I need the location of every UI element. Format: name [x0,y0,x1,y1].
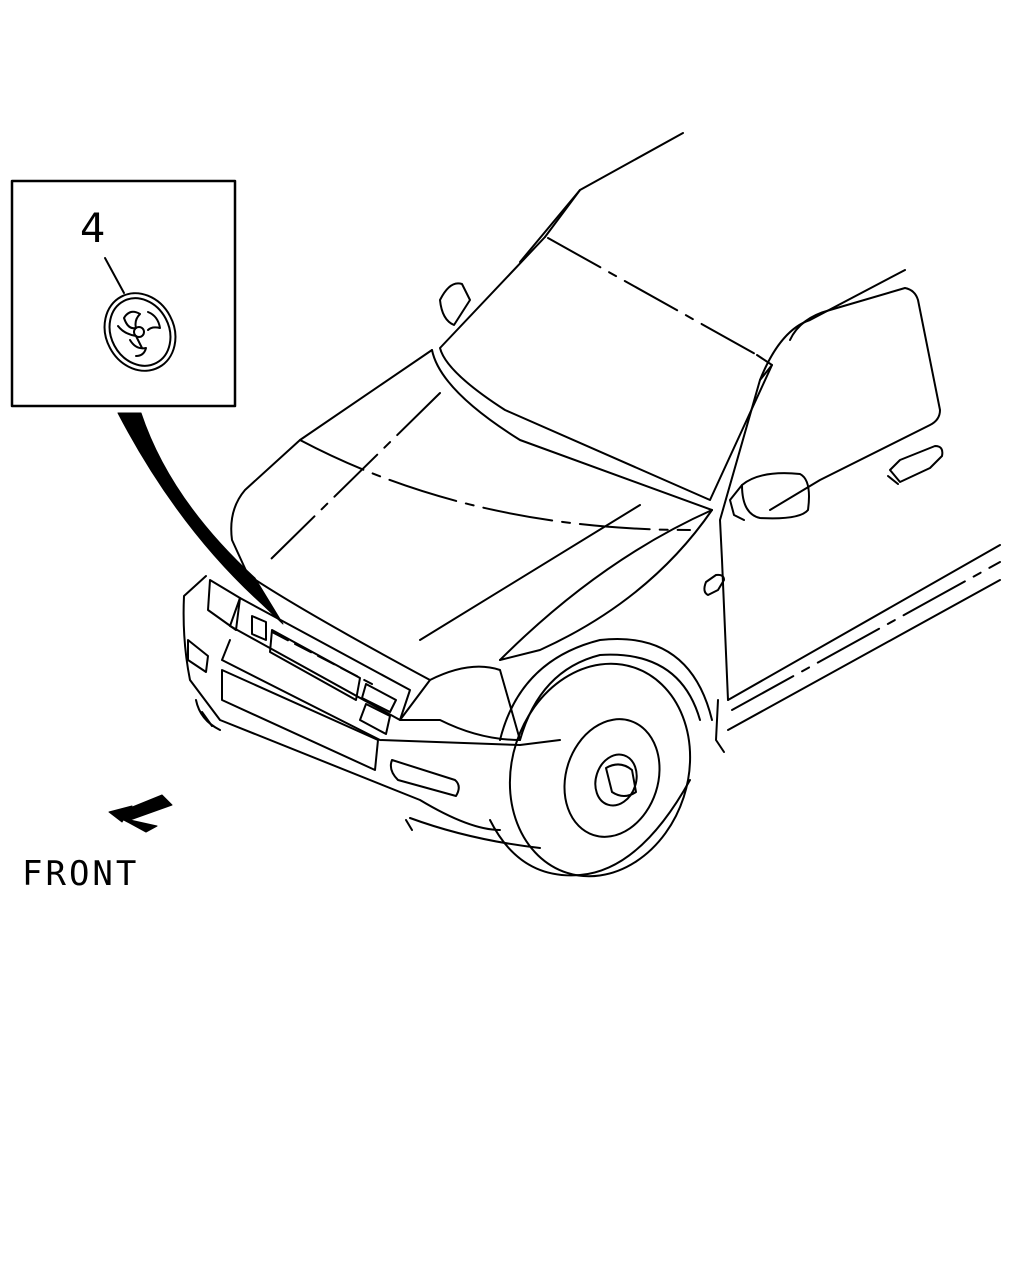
detail-inset [10,179,237,408]
body-side-line-upper [727,544,1001,701]
mirror-mount [729,484,745,521]
leader-pointer [117,412,284,625]
door-handle [887,445,944,485]
grille-side-lower [359,703,391,735]
near-side-mirror [741,472,810,520]
roof-line [519,132,684,263]
far-side-mirror [439,282,471,326]
a-pillar [719,364,773,701]
hood-crease-right [419,504,641,641]
headlight-left [207,579,241,631]
cowl-line [431,349,713,511]
fog-light-left [187,639,209,673]
headlight-right [399,665,521,741]
roof-edge [544,189,581,238]
hood-front-edge [247,574,431,681]
body-side-line-lower [727,579,1001,731]
hood-center-line [299,439,691,531]
vehicle-body [182,132,1001,878]
grille-side-opening [361,683,397,713]
valance [201,711,413,831]
hub-cap [605,763,637,797]
door-frame-outer [759,269,906,381]
bumper-lower-opening [221,669,379,771]
bumper-top [182,575,501,831]
windshield [439,236,773,501]
tire-lower [489,779,691,877]
body-side-line-mid [731,561,1001,711]
bumper-bottom [195,699,541,849]
arrow-down-left-icon [108,794,173,833]
detail-inset-frame [10,179,237,408]
front-tire [508,662,692,878]
wheel-arch [499,638,713,741]
grille-emblem-badge [251,615,267,641]
rocker [715,699,725,753]
grille-opening [269,629,361,701]
hood-crease-left [269,392,441,561]
fender-marker [703,573,725,596]
front-direction-label: FRONT [22,854,140,894]
fog-light-right [389,759,460,797]
wheel-arch-flare [519,653,701,741]
hood-right-edge [499,509,713,661]
front-door [769,287,941,511]
bumper-shape [221,639,561,746]
grille-outer [229,597,411,721]
front-rim [563,718,661,838]
part-callout-number: 4 [80,206,106,252]
callout-leader-line [104,257,125,294]
emblem-icon [103,292,177,372]
windshield-inner [547,237,758,356]
front-rim-inner [594,753,638,807]
hood-outline [230,349,433,576]
fender-top [499,509,713,661]
